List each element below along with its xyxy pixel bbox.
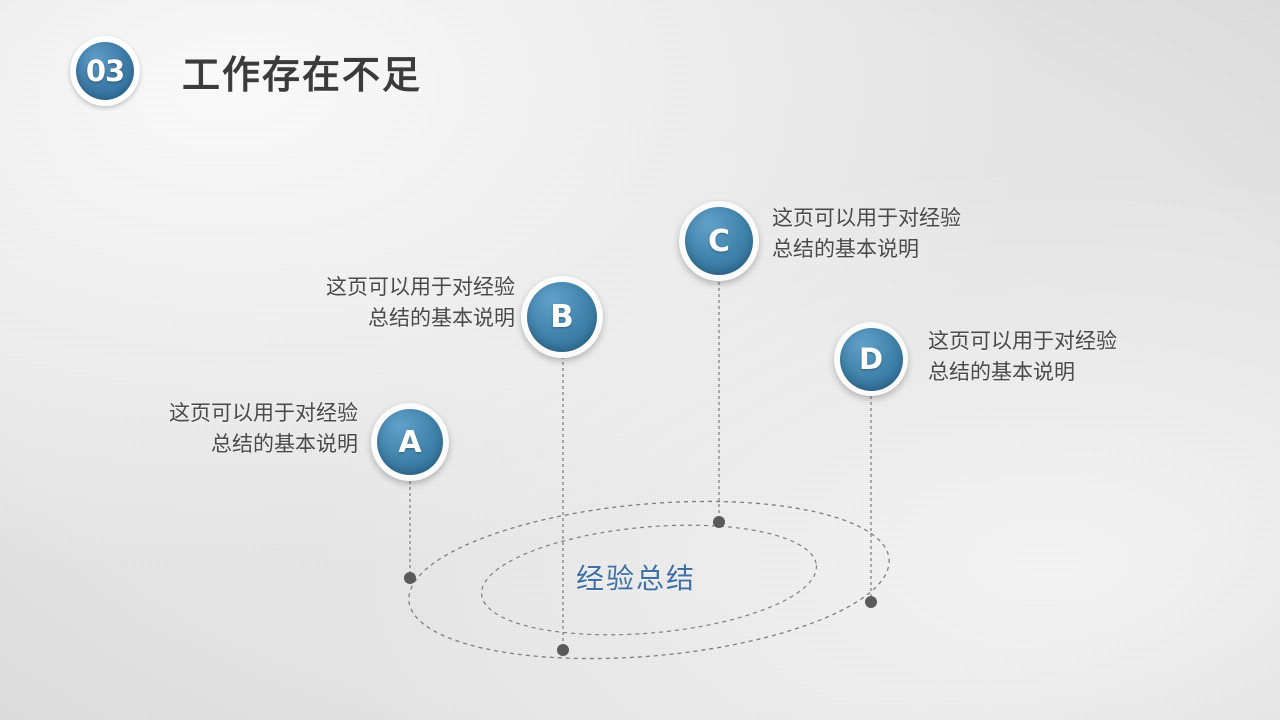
junction-dot-c (713, 516, 725, 528)
page-title: 工作存在不足 (182, 54, 423, 97)
section-number-badge-fill: 03 (76, 42, 134, 100)
node-circle-b[interactable]: B (521, 276, 603, 358)
node-circle-c-fill: C (685, 207, 753, 275)
node-caption-a: 这页可以用于对经验 总结的基本说明 (169, 402, 358, 457)
node-circle-d-fill: D (839, 327, 903, 391)
node-circle-a-fill: A (377, 409, 443, 475)
node-letter-c: C (707, 223, 731, 259)
node-letter-a: A (398, 424, 422, 460)
junction-dot-d (865, 596, 877, 608)
node-circle-b-fill: B (527, 282, 597, 352)
node-circle-d[interactable]: D (834, 322, 908, 396)
node-caption-c: 这页可以用于对经验 总结的基本说明 (772, 207, 961, 262)
outer-dashed-ellipse (408, 500, 890, 660)
node-circle-a[interactable]: A (371, 403, 449, 481)
junction-dot-a (404, 572, 416, 584)
inner-dashed-ellipse (480, 524, 818, 636)
node-letter-b: B (550, 299, 574, 335)
section-number-text: 03 (85, 54, 125, 88)
node-caption-d: 这页可以用于对经验 总结的基本说明 (928, 330, 1117, 385)
junction-dot-b (557, 644, 569, 656)
center-label: 经验总结 (576, 563, 697, 594)
node-caption-b: 这页可以用于对经验 总结的基本说明 (326, 276, 515, 331)
slide-header: 03 工作存在不足 (70, 36, 422, 106)
node-letter-d: D (858, 342, 884, 376)
section-number-badge: 03 (70, 36, 140, 106)
node-circle-c[interactable]: C (679, 201, 759, 281)
